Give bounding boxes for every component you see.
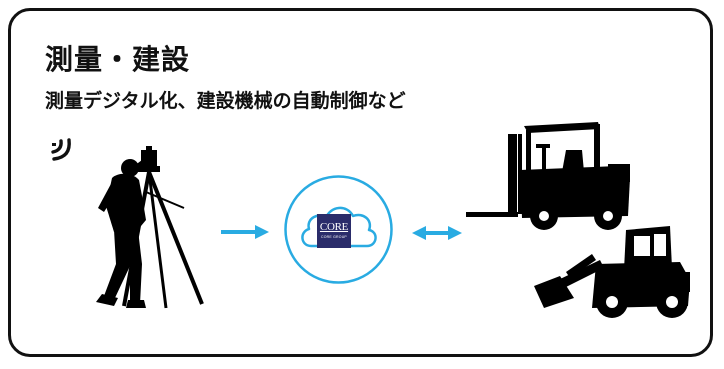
- logo-sub: CORE GROUP: [321, 235, 347, 239]
- wireless-signal-icon: [51, 138, 71, 161]
- arrow-right-icon: [221, 225, 269, 239]
- arrow-left-right-icon: [412, 226, 462, 240]
- page-title: 測量・建設: [45, 43, 191, 76]
- surveyor-silhouette: [96, 146, 204, 309]
- page-subtitle: 測量デジタル化、建設機械の自動制御など: [45, 90, 406, 112]
- logo-word: CORE: [319, 221, 349, 233]
- core-group-logo: CORE CORE GROUP: [317, 214, 351, 248]
- forklift-silhouette: [466, 122, 630, 230]
- wheel-loader-silhouette: [534, 226, 690, 318]
